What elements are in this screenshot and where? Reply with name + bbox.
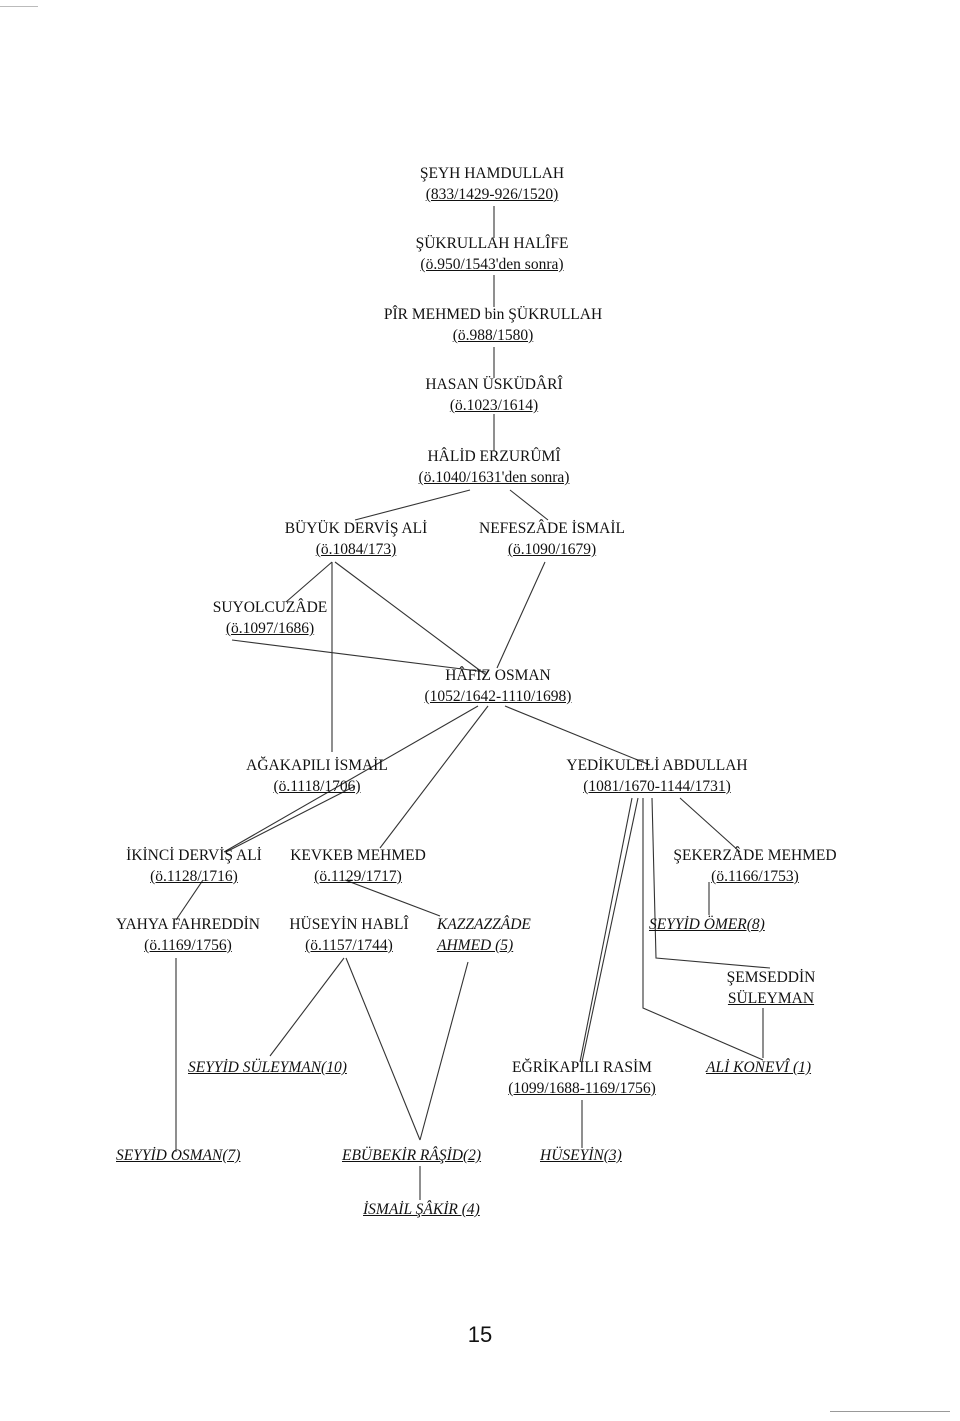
node-ismail-sakir: İSMAİL ŞÂKİR (4) [363, 1199, 480, 1220]
link-nefeszade-hafiz [496, 561, 546, 669]
node-name: ŞEYH HAMDULLAH [419, 165, 565, 182]
node-seyyid-osman: SEYYİD OSMAN(7) [116, 1145, 240, 1166]
node-name: İSMAİL ŞÂKİR (4) [363, 1201, 480, 1218]
page-number: 15 [467, 1322, 493, 1347]
node-seyyid-suleyman: SEYYİD SÜLEYMAN(10) [188, 1057, 347, 1078]
node-hafiz-osman: HÂFIZ OSMAN (1052/1642-1110/1698) [425, 665, 572, 707]
node-seyh-hamdullah: ŞEYH HAMDULLAH (833/1429-926/1520) [420, 163, 564, 205]
link-kazzazzade-ebubekir [419, 961, 469, 1141]
link-yedikuleli-sekerzade [679, 797, 741, 853]
node-agakapili-ismail: AĞAKAPILI İSMAİL (ö.1118/1706) [246, 755, 388, 797]
link-halid-nefeszade [509, 489, 549, 521]
node-huseyin-3: HÜSEYİN(3) [540, 1145, 622, 1166]
node-name: AĞAKAPILI İSMAİL [246, 757, 388, 774]
link-yedikuleli-rasim-a [579, 797, 633, 1063]
node-name: EBÜBEKİR RÂŞİD(2) [342, 1147, 482, 1164]
node-name: SUYOLCUZÂDE [212, 599, 328, 616]
node-yahya-fahreddin: YAHYA FAHREDDİN (ö.1169/1756) [116, 914, 260, 956]
node-nefeszade-ismail: NEFESZÂDE İSMAİL (ö.1090/1679) [479, 518, 625, 560]
node-name: HÂLİD ERZURÛMÎ [427, 448, 561, 465]
node-suyolcuzade: SUYOLCUZÂDE (ö.1097/1686) [213, 597, 328, 639]
node-sukrullah-halife: ŞÜKRULLAH HALÎFE (ö.950/1543'den sonra) [416, 233, 569, 275]
node-name: HÂFIZ OSMAN [445, 667, 551, 684]
node-ikinci-dervis-ali: İKİNCİ DERVİŞ ALİ (ö.1128/1716) [126, 845, 262, 887]
node-name: SEYYİD ÖMER(8) [649, 916, 765, 933]
node-kevkeb-mehmed: KEVKEB MEHMED (ö.1129/1717) [290, 845, 426, 887]
link-ikinci-yahya [175, 879, 204, 921]
node-dates: (ö.1166/1753) [711, 868, 799, 885]
node-name: ŞEKERZÂDE MEHMED [673, 847, 837, 864]
node-name: ŞÜKRULLAH HALÎFE [415, 235, 569, 252]
node-name: YAHYA FAHREDDİN [116, 916, 260, 933]
link-yedikuleli-alikonevi [642, 798, 764, 1061]
node-dates: (1099/1688-1169/1756) [508, 1080, 656, 1097]
link-buyuk-suyolcu [285, 561, 333, 603]
node-dates: (ö.1169/1756) [144, 937, 232, 954]
node-dates: (ö.1090/1679) [507, 541, 597, 558]
node-dates: (ö.1128/1716) [150, 868, 238, 885]
link-suyolcu-hafiz [231, 639, 487, 673]
node-egrikapili-rasim: EĞRİKAPILI RASİM (1099/1688-1169/1756) [508, 1057, 656, 1099]
node-semseddin-suleyman: ŞEMSEDDİN SÜLEYMAN [727, 967, 816, 1009]
node-name: SEYYİD SÜLEYMAN(10) [188, 1059, 347, 1076]
node-name: HÜSEYİN(3) [540, 1147, 622, 1164]
node-name: HASAN ÜSKÜDÂRÎ [425, 376, 563, 393]
node-dates: AHMED (5) [437, 937, 514, 954]
scan-artifact-line [830, 1411, 950, 1412]
node-pir-mehmed: PÎR MEHMED bin ŞÜKRULLAH (ö.988/1580) [384, 304, 602, 346]
node-halid-erzurumi: HÂLİD ERZURÛMÎ (ö.1040/1631'den sonra) [419, 446, 570, 488]
link-yedikuleli-rasim-b [581, 797, 639, 1063]
node-name: ALİ KONEVÎ (1) [706, 1059, 812, 1076]
node-name: NEFESZÂDE İSMAİL [479, 520, 625, 537]
node-ebubekir-rasid: EBÜBEKİR RÂŞİD(2) [342, 1145, 481, 1166]
node-name: ŞEMSEDDİN [726, 969, 816, 986]
node-dates: (ö.1118/1706) [273, 778, 361, 795]
link-hafiz-yedikuleli [504, 705, 651, 766]
node-name: PÎR MEHMED bin ŞÜKRULLAH [383, 306, 603, 323]
node-dates: (1081/1670-1144/1731) [583, 778, 731, 795]
node-name: BÜYÜK DERVİŞ ALİ [284, 520, 428, 537]
link-kevkeb-huseyin [344, 879, 441, 917]
node-buyuk-dervis-ali: BÜYÜK DERVİŞ ALİ (ö.1084/173) [285, 518, 428, 560]
node-dates: (ö.950/1543'den sonra) [420, 256, 564, 273]
node-name: HÜSEYİN HABLÎ [289, 916, 409, 933]
node-dates: (ö.1129/1717) [314, 868, 402, 885]
link-agakapili-ikinci [225, 785, 356, 853]
link-huseyin-seyyid-suleyman [269, 957, 345, 1057]
node-dates: SÜLEYMAN [727, 990, 815, 1007]
node-name: YEDİKULELİ ABDULLAH [566, 757, 748, 774]
node-dates: (833/1429-926/1520) [425, 186, 559, 203]
link-huseyin-ebubekir [345, 957, 421, 1141]
node-dates: (ö.1157/1744) [305, 937, 393, 954]
link-halid-buyuk [354, 489, 471, 521]
link-hafiz-ikinci [223, 705, 479, 853]
node-name: EĞRİKAPILI RASİM [512, 1059, 652, 1076]
node-name: KAZZAZZÂDE [437, 916, 531, 933]
node-huseyin-habli: HÜSEYİN HABLÎ (ö.1157/1744) [289, 914, 408, 956]
node-dates: (ö.988/1580) [452, 327, 534, 344]
node-hasan-uskudari: HASAN ÜSKÜDÂRÎ (ö.1023/1614) [425, 374, 562, 416]
node-yedikuleli-abdullah: YEDİKULELİ ABDULLAH (1081/1670-1144/1731… [566, 755, 747, 797]
node-dates: (ö.1097/1686) [225, 620, 315, 637]
node-name: KEVKEB MEHMED [290, 847, 426, 864]
node-name: İKİNCİ DERVİŞ ALİ [126, 847, 262, 864]
link-buyuk-hafiz [334, 561, 487, 676]
link-yedikuleli-semseddin [651, 797, 771, 969]
node-ali-konevi: ALİ KONEVÎ (1) [706, 1057, 811, 1078]
node-dates: (1052/1642-1110/1698) [424, 688, 572, 705]
node-sekerzade-mehmed: ŞEKERZÂDE MEHMED (ö.1166/1753) [673, 845, 836, 887]
node-kazzazzade-ahmed: KAZZAZZÂDE AHMED (5) [437, 914, 531, 956]
node-name: SEYYİD OSMAN(7) [116, 1147, 241, 1164]
link-hafiz-kevkeb [379, 705, 489, 849]
node-dates: (ö.1084/173) [315, 541, 397, 558]
node-dates: (ö.1023/1614) [449, 397, 539, 414]
node-seyyid-omer: SEYYİD ÖMER(8) [649, 914, 765, 935]
scan-artifact-line [0, 6, 38, 7]
node-dates: (ö.1040/1631'den sonra) [418, 469, 570, 486]
